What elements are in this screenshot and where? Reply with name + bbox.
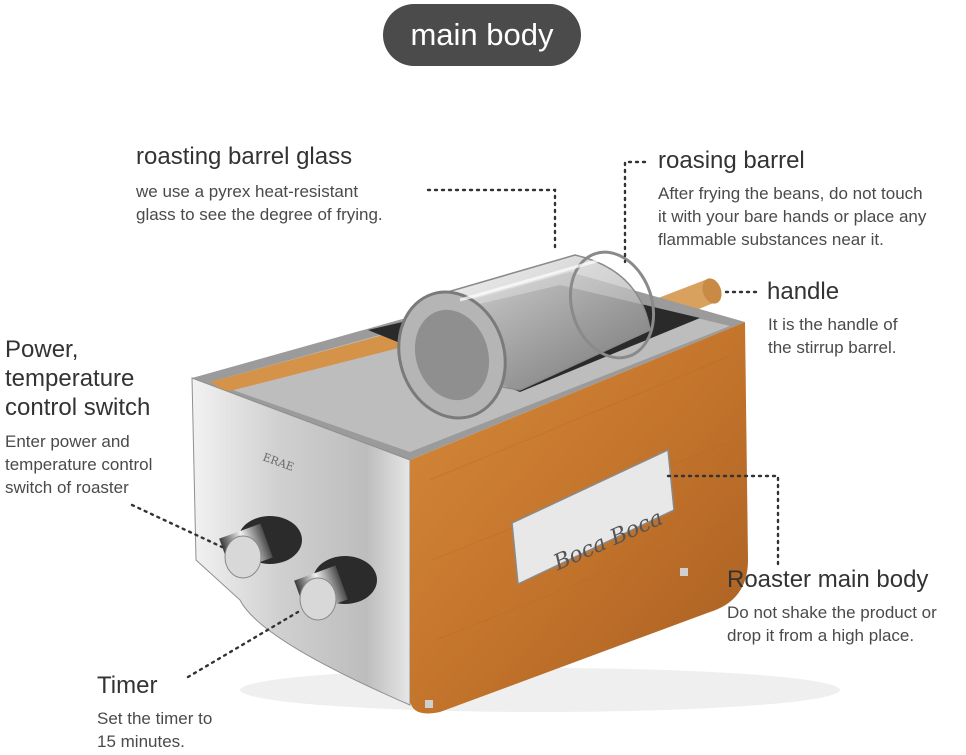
callout-power-title: Power, temperature control switch (5, 336, 151, 421)
callout-timer-desc: Set the timer to 15 minutes. (97, 709, 213, 751)
timer-knob (294, 556, 377, 621)
callout-barrel-title: roasing barrel (658, 147, 805, 174)
callout-barrel-desc: After frying the beans, do not touch it … (658, 184, 927, 249)
leader-glass (426, 188, 557, 250)
leader-barrel (623, 160, 647, 264)
temperature-knob (219, 516, 302, 579)
section-title-pill: main body (383, 4, 581, 66)
glass-barrel (397, 250, 656, 420)
callout-timer-title: Timer (97, 672, 158, 699)
leader-body (666, 474, 780, 570)
callout-glass-desc: we use a pyrex heat-resistant glass to s… (136, 182, 383, 224)
callout-handle-title: handle (767, 278, 840, 305)
callout-power-desc: Enter power and temperature control swit… (5, 432, 153, 497)
callout-body-desc: Do not shake the product or drop it from… (727, 603, 937, 645)
leader-timer (186, 610, 300, 679)
leader-power (130, 503, 224, 549)
callout-glass-title: roasting barrel glass (136, 143, 353, 170)
callout-handle-desc: It is the handle of the stirrup barrel. (768, 315, 898, 357)
leader-lines (130, 160, 780, 679)
callout-body-title: Roaster main body (727, 566, 929, 593)
